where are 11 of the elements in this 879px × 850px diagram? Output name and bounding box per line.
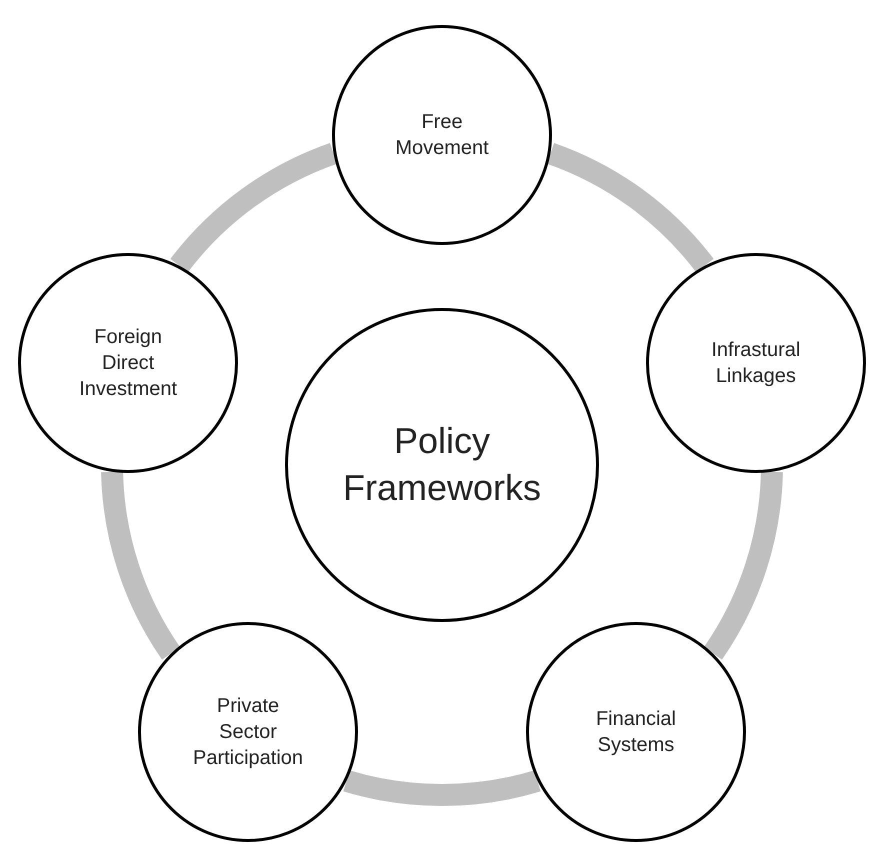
ring-connector — [704, 470, 783, 660]
node-label: Financial Systems — [594, 706, 677, 758]
node-label: Policy Frameworks — [342, 419, 542, 510]
ring-connector — [170, 143, 338, 273]
node-label: Free Movement — [394, 110, 490, 161]
ring-connector — [344, 770, 540, 806]
node-label: Infrastural Linkages — [710, 338, 802, 390]
node-label: Foreign Direct Investment — [78, 325, 178, 402]
node-label: Private Sector Participation — [192, 694, 304, 771]
ring-connector — [101, 470, 180, 660]
ring-connector — [546, 143, 714, 273]
